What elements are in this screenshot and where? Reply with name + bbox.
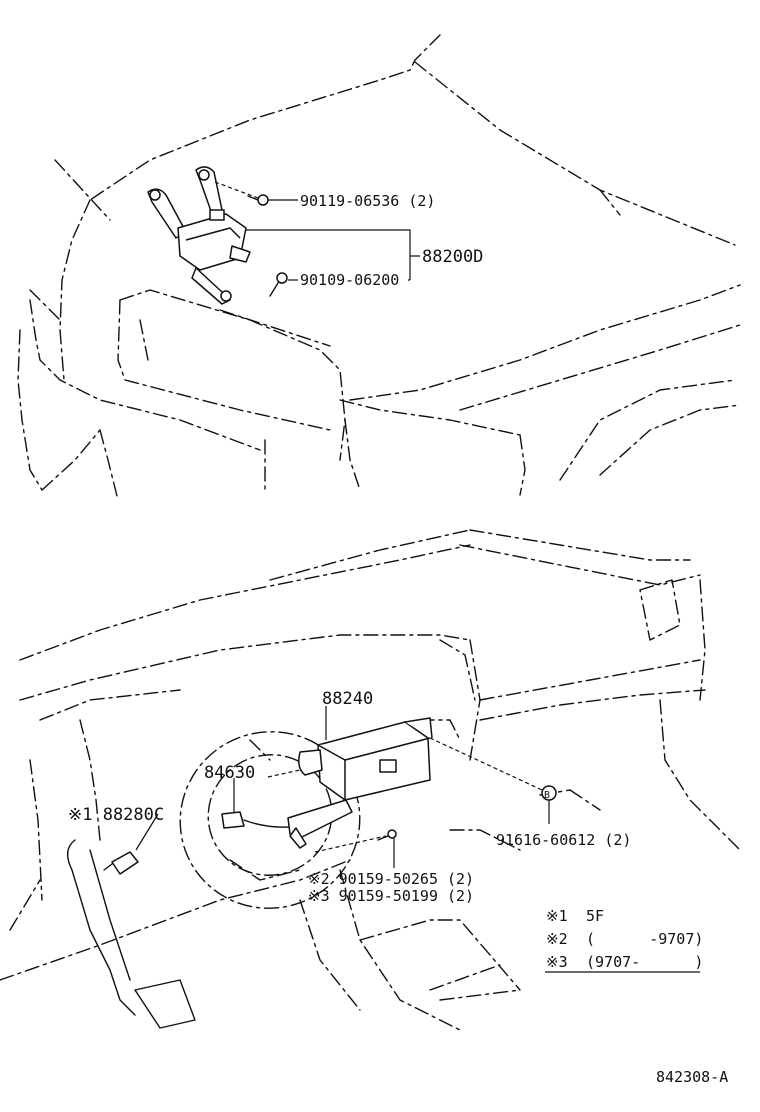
sensor-84630-part (221, 799, 353, 849)
motor-assembly-part (147, 166, 251, 305)
nut-b-icon: B (541, 785, 557, 801)
label-assembly: 88200D (422, 247, 483, 267)
label-module: 88240 (322, 689, 373, 709)
nut-marker-label: B (544, 790, 550, 801)
module-88240-part (298, 717, 433, 801)
label-bolt-upper: 90119-06536 (2) (300, 192, 435, 210)
note-2-text: ( -9707) (586, 930, 703, 948)
note-1-text: 5F (586, 907, 604, 925)
label-switch: ※1 88280C (68, 805, 164, 825)
note-3-mark: ※3 (546, 953, 568, 971)
note-1-mark: ※1 (546, 907, 568, 925)
pedal-column (67, 839, 196, 1029)
note-2-mark: ※2 (546, 930, 568, 948)
dashboard-outline (0, 529, 741, 1031)
note-3-text: (9707- ) (586, 953, 703, 971)
diagram-number: 842308-A (656, 1068, 728, 1086)
bolt-90119-icon (247, 194, 269, 206)
bolt-90109-icon (269, 272, 288, 297)
leader-bolt-upper (214, 181, 259, 199)
assembly-bracket (246, 229, 420, 281)
label-sensor: 84630 (204, 763, 255, 783)
screw-icon (377, 829, 397, 841)
vehicle-front-outline (17, 34, 741, 501)
label-bolt-lower: 90109-06200 (300, 271, 399, 289)
leader-sensor-dash (267, 769, 301, 778)
leader-screw (314, 835, 387, 853)
switch-88280c-part (103, 851, 139, 875)
label-screw-b: ※3 90159-50199 (2) (308, 887, 474, 905)
leader-nut (429, 737, 543, 791)
label-nut: 91616-60612 (2) (496, 831, 631, 849)
leader-switch (135, 813, 159, 851)
label-screw-a: ※2 90159-50265 (2) (308, 870, 474, 888)
notes-legend: ※1 5F ※2 ( -9707) ※3 (9707- ) (545, 907, 703, 973)
